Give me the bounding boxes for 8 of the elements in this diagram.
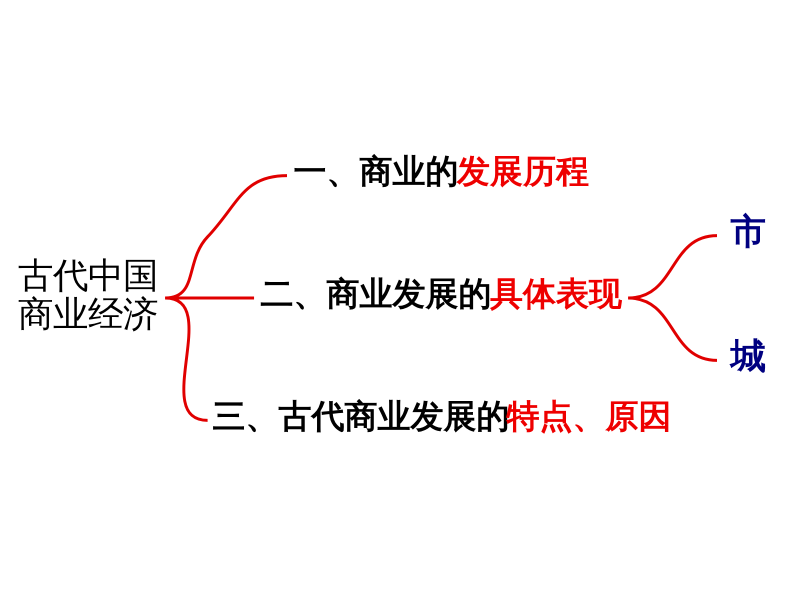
node-text: 市 [730,212,766,252]
node-text: 一、商业的发展历程 [293,152,589,191]
node-text: 二、商业发展的具体表现 [260,274,622,313]
node-text: 三、古代商业发展的特点、原因 [212,396,672,436]
connector [164,296,208,422]
node-text: 古代中国商业经济 [18,256,158,334]
node-text: 城 [730,337,766,376]
connector [628,296,718,362]
